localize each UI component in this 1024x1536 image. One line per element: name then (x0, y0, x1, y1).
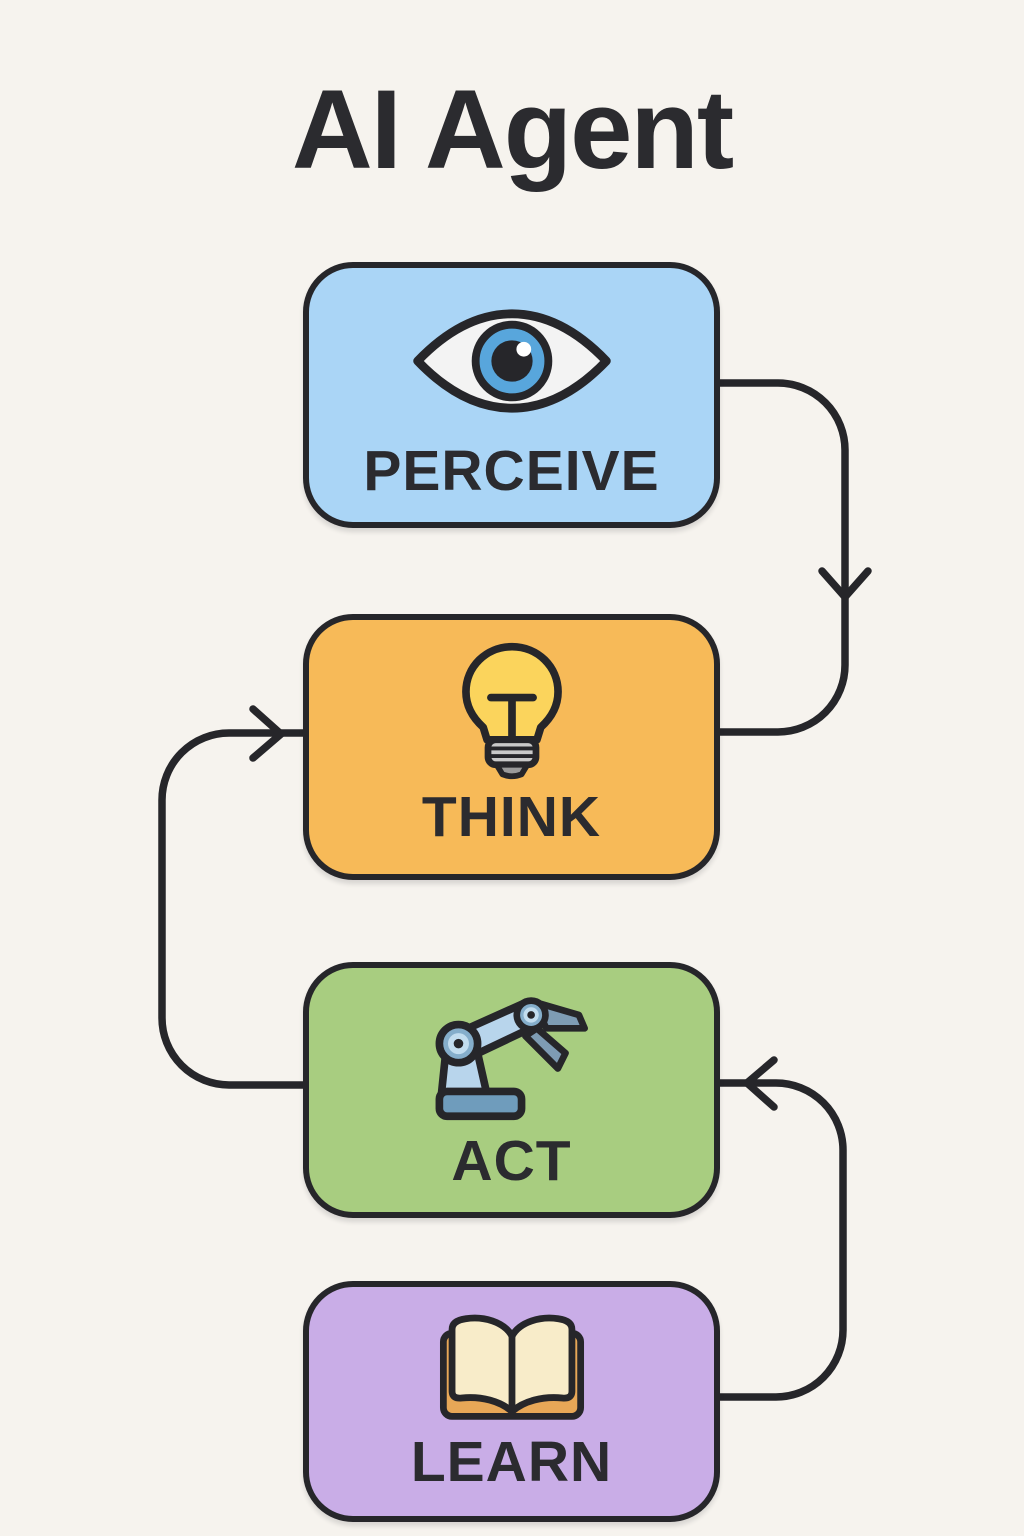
node-learn: LEARN (303, 1281, 720, 1522)
node-label: THINK (421, 785, 602, 849)
node-label: PERCEIVE (363, 439, 660, 503)
arrowhead-right-icon (249, 705, 285, 762)
diagram-title: AI Agent (291, 67, 734, 192)
robot-arm-icon (435, 997, 588, 1121)
arrowhead-left-icon (743, 1056, 778, 1111)
eye-icon (412, 309, 611, 413)
node-perceive: PERCEIVE (303, 262, 720, 528)
open-book-icon (439, 1314, 584, 1420)
connector-learn-act (708, 1056, 847, 1401)
connector-path (708, 1079, 847, 1401)
connector-act-think (158, 705, 315, 1089)
arrowhead-down-icon (818, 567, 872, 601)
node-label: LEARN (410, 1430, 613, 1494)
connector-perceive-think (708, 379, 872, 736)
node-think: THINK (303, 614, 720, 880)
lightbulb-icon (461, 642, 562, 780)
node-label: ACT (451, 1129, 572, 1193)
connector-path (158, 729, 315, 1089)
node-act: ACT (303, 962, 720, 1218)
connector-path (708, 379, 849, 736)
